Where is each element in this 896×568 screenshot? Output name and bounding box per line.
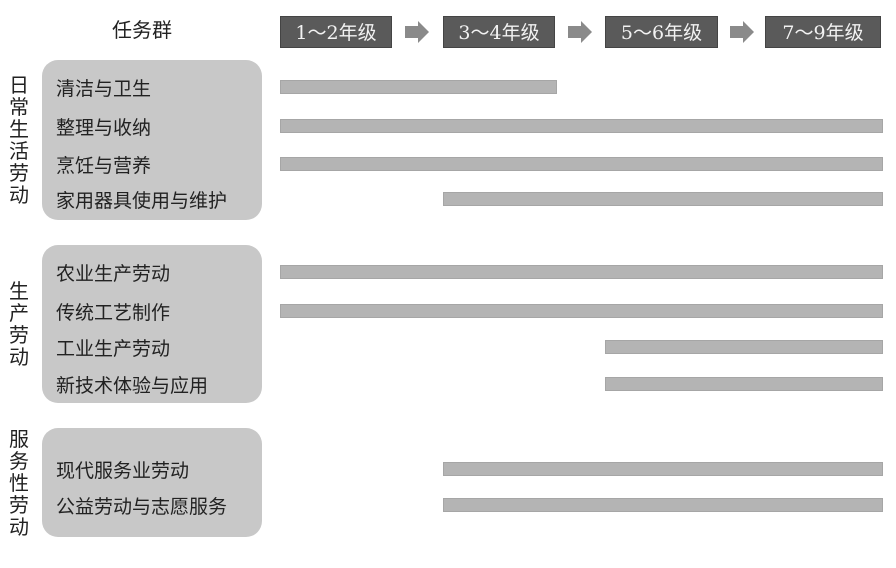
group-label: 服务性劳动: [9, 426, 29, 539]
header-title: 任务群: [112, 18, 172, 42]
arrow-right-icon: [568, 21, 592, 43]
task-label: 家用器具使用与维护: [56, 190, 228, 212]
task-bar: [280, 80, 557, 94]
task-label: 现代服务业劳动: [56, 460, 190, 482]
group-label: 日常生活劳动: [9, 73, 29, 207]
group-box: [42, 428, 262, 537]
stage-header: 5～6年级: [605, 16, 718, 48]
task-label: 烹饪与营养: [56, 155, 152, 177]
arrow-right-icon: [730, 21, 754, 43]
task-label: 工业生产劳动: [56, 338, 171, 360]
task-bar: [280, 304, 883, 318]
stage-header: 1～2年级: [280, 16, 392, 48]
stage-header: 7～9年级: [765, 16, 881, 48]
task-bar: [280, 265, 883, 279]
task-label: 新技术体验与应用: [56, 375, 209, 397]
group-box: [42, 245, 262, 403]
group-label: 生产劳动: [9, 279, 29, 369]
task-label: 公益劳动与志愿服务: [56, 496, 228, 518]
task-bar: [443, 192, 883, 206]
task-bar: [280, 157, 883, 171]
arrow-right-icon: [405, 21, 429, 43]
stage-header: 3～4年级: [443, 16, 555, 48]
task-bar: [605, 377, 883, 391]
task-label: 清洁与卫生: [56, 78, 152, 100]
task-bar: [605, 340, 883, 354]
task-label: 农业生产劳动: [56, 263, 171, 285]
task-bar: [443, 498, 883, 512]
task-bar: [443, 462, 883, 476]
task-bar: [280, 119, 883, 133]
task-label: 传统工艺制作: [56, 302, 171, 324]
group-box: [42, 60, 262, 220]
task-label: 整理与收纳: [56, 117, 152, 139]
